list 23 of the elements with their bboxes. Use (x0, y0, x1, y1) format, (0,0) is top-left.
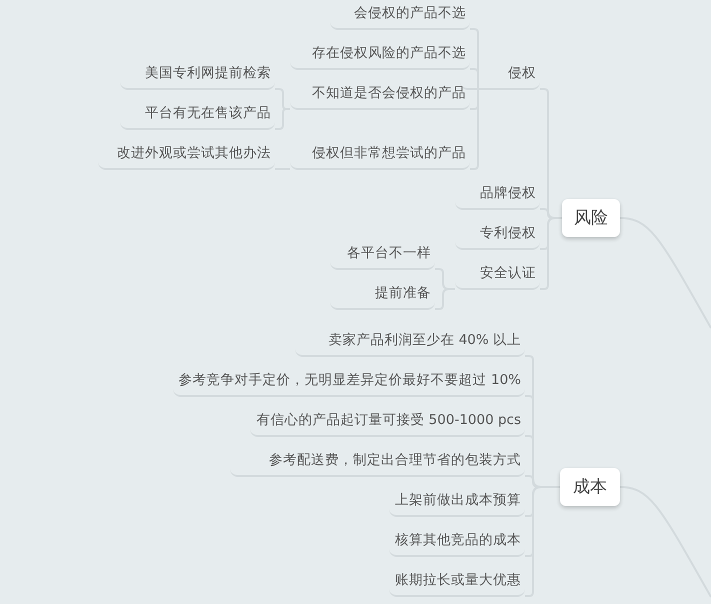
branch-topic: 品牌侵权 (455, 180, 540, 210)
topic-box: 成本 (560, 468, 620, 506)
topic-box: 风险 (562, 199, 620, 237)
branch-topic: 有信心的产品起订量可接受 500-1000 pcs (250, 407, 525, 437)
branch-topic: 安全认证 (455, 260, 540, 290)
branch-topic: 美国专利网提前检索 (120, 60, 275, 90)
branch-topic: 核算其他竞品的成本 (389, 527, 525, 557)
branch-line (620, 217, 711, 328)
branch-topic: 提前准备 (330, 280, 435, 310)
branch-topic: 侵权但非常想尝试的产品 (290, 140, 470, 170)
branch-topic: 账期拉长或量大优惠 (389, 567, 525, 597)
branch-topic: 参考竞争对手定价，无明显差异定价最好不要超过 10% (172, 367, 525, 397)
branch-topic: 改进外观或尝试其他办法 (98, 140, 275, 170)
branch-topic: 平台有无在售该产品 (120, 100, 275, 130)
branch-topic: 会侵权的产品不选 (330, 0, 470, 30)
branch-topic: 上架前做出成本预算 (389, 487, 525, 517)
branch-topic: 各平台不一样 (330, 240, 435, 270)
branch-line (620, 486, 711, 598)
branch-topic: 参考配送费，制定出合理节省的包装方式 (230, 447, 525, 477)
branch-topic: 不知道是否会侵权的产品 (290, 80, 470, 110)
branch-topic: 存在侵权风险的产品不选 (290, 40, 470, 70)
branch-topic: 专利侵权 (455, 220, 540, 250)
branch-topic: 卖家产品利润至少在 40% 以上 (295, 327, 525, 357)
